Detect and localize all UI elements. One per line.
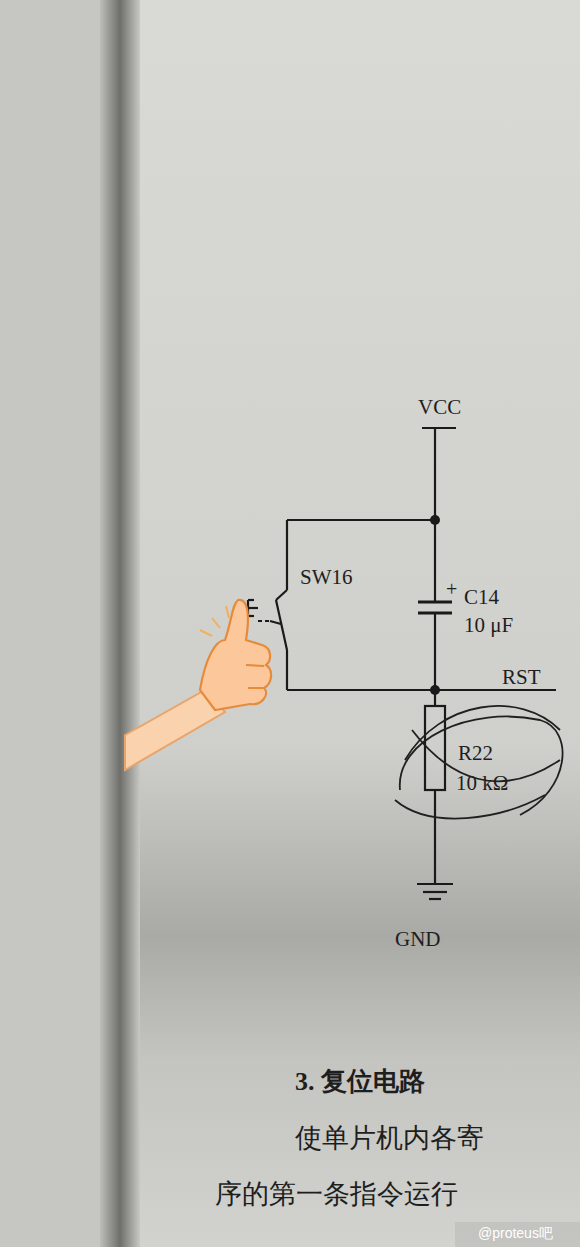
thumbs-up-sticker	[125, 600, 271, 770]
part-name: C14	[464, 586, 499, 609]
switch-symbol	[248, 590, 287, 650]
part-value: 10 kΩ	[456, 772, 508, 795]
watermark: @proteus吧	[478, 1226, 553, 1241]
junction-dots	[430, 515, 440, 695]
body-text: 使单片机内各寄	[295, 1124, 484, 1154]
left-page	[0, 0, 110, 1247]
net-label: VCC	[418, 396, 461, 419]
net-label: GND	[395, 928, 441, 951]
polarity-mark: +	[446, 578, 457, 600]
schematic-wires	[287, 428, 556, 884]
body-text: 序的第一条指令运行	[215, 1180, 458, 1210]
part-name: R22	[458, 742, 493, 765]
book-gutter	[100, 0, 140, 1247]
part-value: 10 μF	[464, 614, 513, 637]
ground-symbol	[417, 884, 453, 899]
watermark-band	[455, 1222, 580, 1247]
section-heading: 3. 复位电路	[295, 1068, 425, 1097]
pen-scribble	[395, 706, 563, 819]
net-label: RST	[502, 666, 541, 689]
part-name: SW16	[300, 566, 353, 589]
capacitor-symbol	[418, 602, 452, 613]
